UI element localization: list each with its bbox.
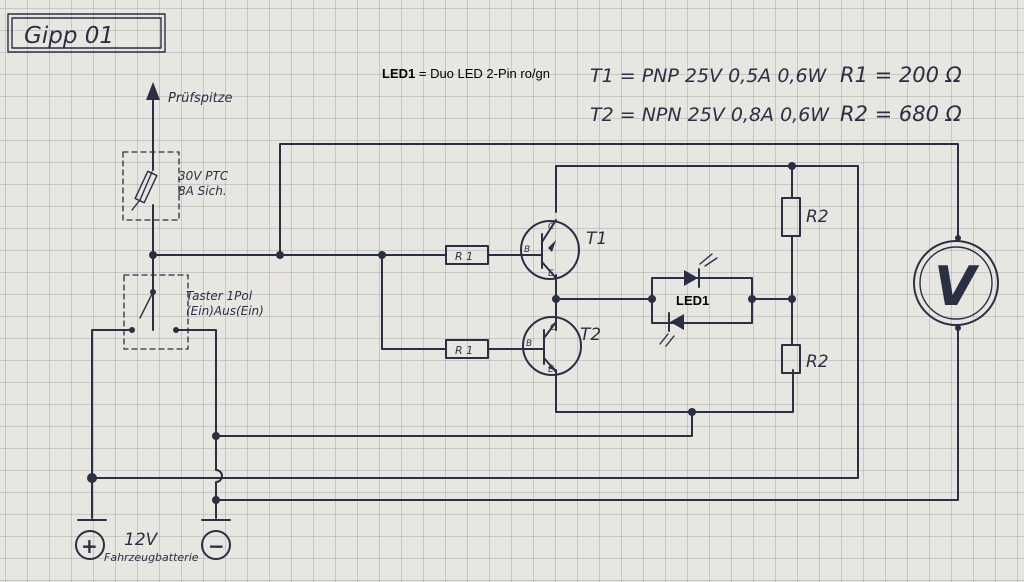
probe-label: Prüfspitze <box>168 91 233 106</box>
legend-t2: T2 = NPN 25V 0,8A 0,6W <box>590 104 830 126</box>
voltmeter: V <box>913 235 999 331</box>
legend-led-bold: LED1 <box>382 66 415 81</box>
battery-plus: + <box>81 534 98 558</box>
ptc-fuse: 30V PTC 8A Sich. <box>122 144 229 256</box>
title-text: Gipp 01 <box>24 23 114 49</box>
legend-led-rest: = Duo LED 2-Pin ro/gn <box>419 66 550 81</box>
transistor-t1: B C E T1 <box>520 219 607 280</box>
switch-label-2: (Ein)Aus(Ein) <box>186 304 264 318</box>
battery-name: Fahrzeugbatterie <box>104 551 199 564</box>
ptc-label-1: 30V PTC <box>178 169 229 183</box>
resistor-r1-bottom: R 1 <box>445 339 489 359</box>
t2-emitter: E <box>548 365 554 375</box>
junctions <box>87 162 796 504</box>
ptc-label-2: 8A Sich. <box>178 184 227 198</box>
t1-label: T1 <box>586 229 607 249</box>
battery-voltage: 12V <box>124 530 159 550</box>
battery: + − 12V Fahrzeugbatterie <box>75 519 231 564</box>
t1-base: B <box>524 245 530 255</box>
legend-t1: T1 = PNP 25V 0,5A 0,6W <box>590 65 828 87</box>
resistor-r2-top: R2 <box>781 197 829 237</box>
led1: LED1 <box>659 253 718 347</box>
t1-emitter: E <box>548 269 554 279</box>
legend-led: LED1 = Duo LED 2-Pin ro/gn <box>382 66 550 81</box>
r1-bottom-label: R 1 <box>455 344 473 357</box>
t2-base: B <box>526 339 532 349</box>
r1-top-label: R 1 <box>455 250 473 263</box>
legend: LED1 = Duo LED 2-Pin ro/gn T1 = PNP 25V … <box>382 63 962 126</box>
voltmeter-symbol: V <box>934 255 980 318</box>
r2-top-label: R2 <box>806 207 829 227</box>
title-box: Gipp 01 <box>7 13 166 53</box>
probe-tip: Prüfspitze <box>146 82 233 146</box>
t2-collector: C <box>550 323 557 333</box>
resistor-r2-bottom: R2 <box>781 344 829 374</box>
switch: Taster 1Pol (Ein)Aus(Ein) <box>123 274 264 350</box>
led1-label: LED1 <box>676 293 709 308</box>
legend-r2: R2 = 680 Ω <box>840 102 962 126</box>
r2-bottom-label: R2 <box>806 352 829 372</box>
t1-collector: C <box>548 222 555 232</box>
transistor-t2: B C E T2 <box>522 316 601 376</box>
legend-r1: R1 = 200 Ω <box>840 63 962 87</box>
t2-label: T2 <box>580 325 601 345</box>
resistor-r1-top: R 1 <box>445 245 489 265</box>
switch-label-1: Taster 1Pol <box>186 289 253 303</box>
wiring <box>91 143 959 519</box>
battery-minus: − <box>208 534 225 558</box>
